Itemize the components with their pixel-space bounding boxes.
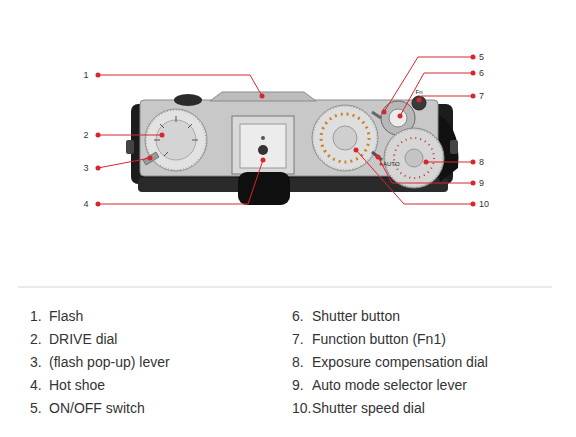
callout-number: 1: [76, 69, 96, 81]
leader-dot: [96, 202, 101, 207]
separator-line: [18, 287, 552, 288]
leader-line: [419, 96, 473, 100]
leader-dot: [354, 148, 359, 153]
leader-dot: [471, 181, 476, 186]
part-name: Exposure compensation dial: [312, 354, 552, 371]
drive-dial: [145, 109, 207, 171]
leader-dots: [96, 55, 476, 207]
dial-center: [333, 126, 357, 150]
leader-line: [98, 160, 263, 204]
list-number: 8.: [292, 354, 314, 371]
eyepiece: [238, 172, 290, 205]
callout-number: 3: [76, 162, 96, 174]
list-number: 5.: [30, 400, 52, 417]
dial-ticks: [154, 116, 198, 156]
leader-dot: [261, 158, 266, 163]
dial-scale: [394, 138, 434, 178]
callout-number: 2: [76, 129, 96, 141]
list-number: 9.: [292, 377, 314, 394]
dial-knurl: [146, 110, 206, 170]
part-name: Function button (Fn1): [312, 331, 552, 348]
callout-number: 4: [76, 198, 96, 210]
leader-line: [384, 57, 473, 112]
dial-knurl: [385, 129, 443, 187]
part-name: Shutter button: [312, 308, 552, 325]
part-name: Hot shoe: [49, 377, 289, 394]
part-name: Auto mode selector lever: [312, 377, 552, 394]
hot-shoe-plate: [240, 124, 286, 168]
list-number: 1.: [30, 308, 52, 325]
leader-line: [400, 73, 473, 116]
part-name: Shutter speed dial: [312, 400, 552, 417]
leader-line: [426, 162, 473, 163]
hot-shoe-contact: [258, 145, 268, 155]
leader-dot: [96, 133, 101, 138]
list-number: 3.: [30, 354, 52, 371]
hot-shoe: [232, 116, 294, 174]
list-number: 6.: [292, 308, 314, 325]
dial-marking: Fn: [409, 88, 429, 97]
strap-lug: [450, 140, 458, 154]
exposure-compensation-dial: [384, 128, 444, 188]
leader-dot: [398, 114, 403, 119]
dial-marking: AUTO: [383, 160, 407, 169]
leader-dot: [96, 73, 101, 78]
strap-lug: [126, 140, 134, 154]
part-name: Flash: [49, 308, 289, 325]
dial-center: [405, 149, 423, 167]
leader-lines: [98, 57, 473, 204]
leader-dot: [96, 166, 101, 171]
leader-dot: [424, 160, 429, 165]
leader-dot: [260, 94, 265, 99]
leader-dot: [160, 133, 165, 138]
callout-number: 6: [479, 67, 499, 79]
leader-line: [98, 158, 150, 168]
part-name: DRIVE dial: [49, 331, 289, 348]
callout-number: 9: [479, 177, 499, 189]
leader-dot: [471, 160, 476, 165]
shutter-button: [389, 109, 407, 127]
leader-dot: [148, 156, 153, 161]
callout-number: 8: [479, 156, 499, 168]
leader-dot: [417, 98, 422, 103]
list-number: 2.: [30, 331, 52, 348]
function-button: [412, 96, 426, 110]
leader-dot: [471, 94, 476, 99]
leader-dot: [471, 71, 476, 76]
callout-number: 5: [479, 51, 499, 63]
dial-knurl: [313, 106, 377, 170]
leader-line: [378, 157, 473, 183]
switch-tab: [372, 112, 381, 118]
dial-scale: [321, 114, 369, 162]
part-name: (flash pop-up) lever: [49, 354, 289, 371]
small-dial: [174, 94, 202, 106]
callout-number: 7: [479, 90, 499, 102]
part-name: ON/OFF switch: [49, 400, 289, 417]
auto-lever: [372, 152, 382, 160]
leader-dot: [376, 155, 381, 160]
viewfinder-hump: [210, 92, 316, 101]
list-number: 4.: [30, 377, 52, 394]
list-number: 10.: [292, 400, 314, 417]
callout-number: 10: [479, 198, 499, 210]
leader-line: [356, 150, 473, 204]
leader-line: [98, 75, 262, 96]
leader-dot: [471, 55, 476, 60]
list-number: 7.: [292, 331, 314, 348]
leader-dot: [471, 202, 476, 207]
hot-shoe-contact: [261, 136, 265, 140]
leader-dot: [382, 110, 387, 115]
shutter-speed-dial: [312, 105, 378, 171]
leader-line: [98, 135, 162, 136]
